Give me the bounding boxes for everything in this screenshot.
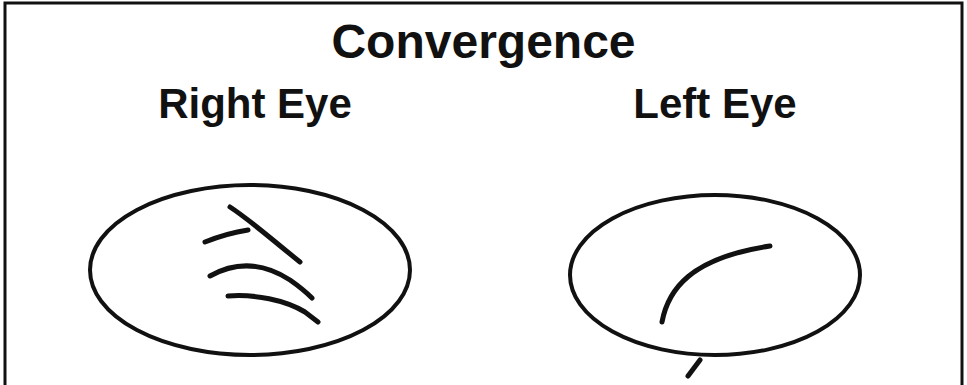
eye-heading: Right Eye xyxy=(85,80,425,128)
eye-outline: Right Eye xyxy=(85,80,425,360)
eye-heading: Left Eye xyxy=(560,80,870,128)
ellipse xyxy=(570,195,860,355)
ellipse xyxy=(90,185,410,355)
diagram-title: Convergence xyxy=(0,14,967,69)
eye-outline: Left Eye xyxy=(560,80,870,360)
